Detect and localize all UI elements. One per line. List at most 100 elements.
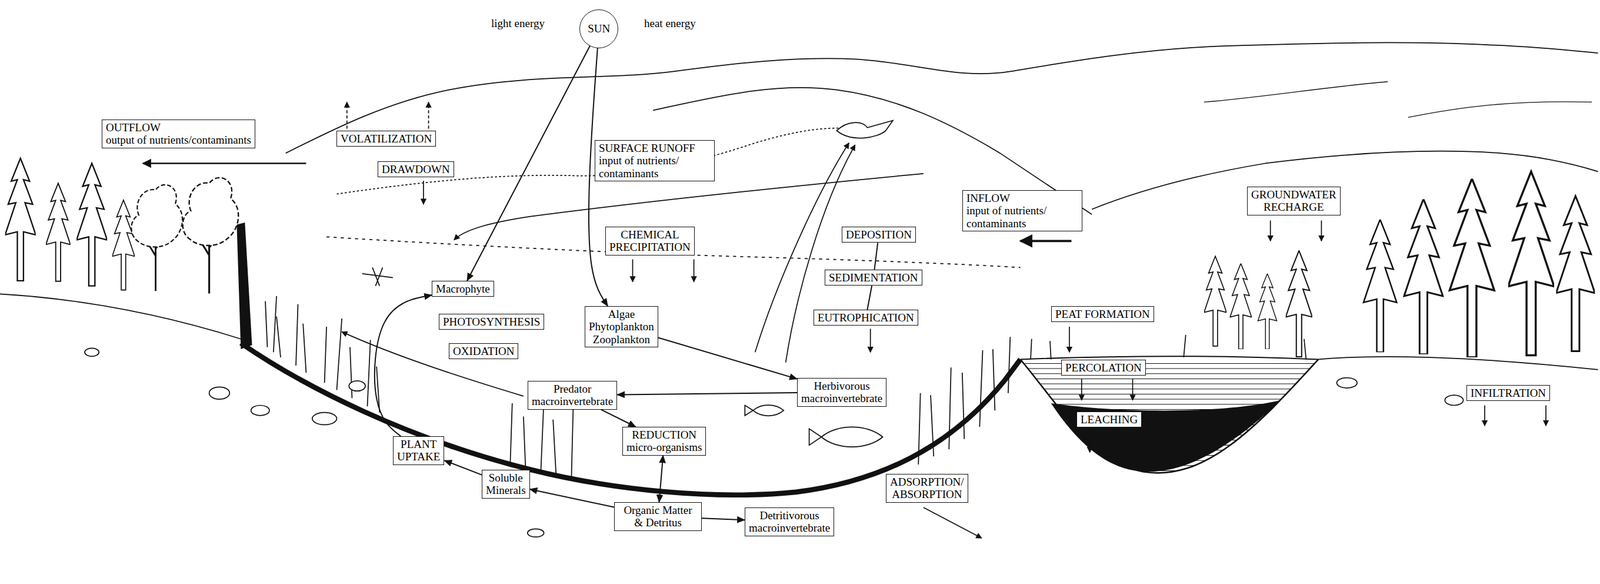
process-box: LEACHING	[1076, 411, 1142, 428]
rock	[84, 347, 99, 356]
box-label: Organic Matter & Detritus	[618, 503, 698, 529]
rock	[251, 405, 270, 416]
conifer	[1257, 273, 1277, 349]
box-label: LEACHING	[1080, 412, 1138, 426]
process-box: INFLOWinput of nutrients/ contaminants	[962, 190, 1083, 232]
process-box: SEDIMENTATION	[824, 269, 923, 286]
process-arrows	[142, 101, 1546, 538]
flow-arrow	[601, 409, 636, 427]
eutrophication-arrow	[870, 328, 872, 352]
process-box: ADSORPTION/ ABSORPTION	[885, 473, 969, 503]
box-label: SEDIMENTATION	[828, 271, 919, 284]
dragonfly	[362, 267, 393, 286]
process-box: PEAT FORMATION	[1051, 305, 1155, 322]
box-label: EUTROPHICATION	[817, 311, 915, 324]
animals	[362, 120, 893, 448]
box-note: output of nutrients/contaminants	[105, 133, 252, 146]
box-label: OUTFLOW	[105, 121, 252, 134]
box-label: Detritivorous macroinvertebrate	[748, 508, 830, 535]
process-box: CHEMICAL PRECIPITATION	[605, 226, 695, 256]
rock	[209, 386, 230, 399]
peat-arrow	[1068, 326, 1070, 352]
process-box: DEPOSITION	[841, 226, 916, 243]
energy-label: light energy	[490, 17, 546, 30]
bird	[836, 120, 893, 139]
process-box: EUTROPHICATION	[813, 309, 919, 326]
box-label: VOLATILIZATION	[340, 132, 432, 145]
food-chain-arrow	[785, 144, 856, 362]
flow-arrow	[658, 337, 798, 379]
percolation-arrow	[1132, 378, 1134, 400]
volatilization-arrow	[428, 101, 430, 129]
bog-basin	[1020, 358, 1319, 473]
process-box: REDUCTIONmicro-organisms	[622, 426, 706, 456]
box-label: Soluble Minerals	[485, 471, 526, 497]
reeds	[265, 295, 1306, 478]
process-box: SURFACE RUNOFFinput of nutrients/ contam…	[594, 140, 715, 182]
bog-surface	[1020, 355, 1319, 359]
process-box: PERCOLATION	[1061, 359, 1146, 376]
infiltration-arrow	[1484, 405, 1486, 426]
flow-arrow	[659, 455, 664, 502]
conifer	[1285, 250, 1313, 357]
shore-vegetation	[236, 222, 252, 349]
flow-arrow	[444, 460, 482, 475]
precipitation-arrow	[693, 259, 695, 282]
rock	[312, 412, 338, 425]
box-label: CHEMICAL PRECIPITATION	[609, 228, 691, 254]
flow-arrow	[701, 517, 745, 520]
box-label: INFILTRATION	[1470, 386, 1546, 399]
box-label: Algae Phytoplankton Zooplankton	[588, 307, 655, 346]
box-label: INFLOW	[966, 191, 1079, 205]
process-box: PHOTOSYNTHESIS	[438, 313, 545, 330]
process-box: PLANT UPTAKE	[392, 435, 445, 465]
percolation-arrow	[1081, 378, 1083, 400]
conifer	[76, 162, 108, 286]
recharge-arrow	[1321, 220, 1323, 242]
box-label: PERCOLATION	[1065, 361, 1142, 374]
process-box: GROUNDWATER RECHARGE	[1247, 186, 1341, 216]
box-note: input of nutrients/ contaminants	[966, 204, 1079, 230]
rock	[1336, 377, 1358, 388]
rock	[1444, 394, 1463, 405]
box-label: DRAWDOWN	[381, 162, 450, 176]
box-label: Herbivorous macroinvertebrate	[801, 379, 883, 405]
box-note: input of nutrients/ contaminants	[598, 154, 711, 180]
conifer	[1204, 255, 1227, 346]
adsorption-arrow	[923, 507, 982, 538]
conifer	[112, 200, 135, 290]
box-label: PLANT UPTAKE	[397, 437, 440, 463]
inflow-arrow	[1020, 239, 1072, 242]
flow-arrow	[867, 285, 872, 310]
landscape-lines	[0, 42, 1599, 473]
conifer	[5, 158, 36, 281]
ground-line	[0, 293, 241, 339]
flow-arrow	[374, 294, 432, 436]
process-box: Organic Matter & Detritus	[614, 501, 702, 531]
process-box: Algae Phytoplankton Zooplankton	[584, 305, 659, 348]
box-label: Predator macroinvertebrate	[531, 382, 613, 408]
box-label: SUN	[587, 22, 610, 35]
box-label: PEAT FORMATION	[1055, 307, 1150, 320]
conifer	[1230, 262, 1252, 349]
drawdown-arrow	[422, 180, 425, 205]
volatilization-arrow	[346, 101, 348, 129]
flow-arrow	[874, 242, 878, 270]
flow-arrow	[530, 488, 615, 507]
flow-arrow	[617, 392, 798, 395]
process-box: OXIDATION	[448, 342, 519, 359]
food-chain-arrow	[341, 331, 524, 396]
process-box: Soluble Minerals	[481, 469, 530, 499]
flow-arrow	[467, 45, 590, 281]
conifer	[1363, 219, 1397, 352]
infiltration-arrow	[1545, 405, 1547, 426]
mountain-ridge	[285, 42, 1599, 153]
water-hatching	[1020, 362, 1322, 476]
far-hills	[1204, 81, 1592, 118]
leaching-arrow	[1132, 431, 1134, 453]
precipitation-arrow	[632, 259, 634, 282]
ground-line	[1318, 356, 1598, 370]
